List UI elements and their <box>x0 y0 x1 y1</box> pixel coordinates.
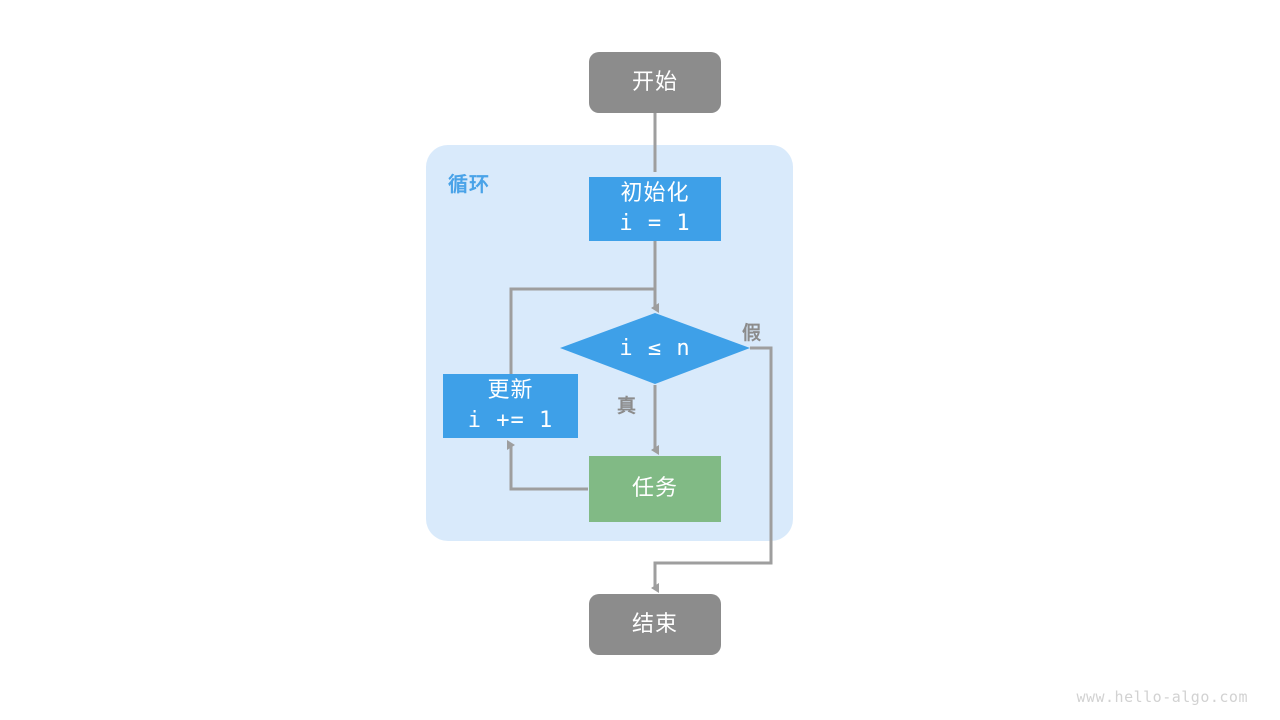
node-init[interactable] <box>589 177 721 241</box>
node-start[interactable] <box>589 52 721 113</box>
node-update[interactable] <box>443 374 578 438</box>
node-condition[interactable] <box>560 313 750 384</box>
edge-task-to-update <box>507 440 588 491</box>
watermark: www.hello-algo.com <box>1076 688 1248 706</box>
node-end[interactable] <box>589 594 721 655</box>
edge-label-false: 假 <box>742 322 762 344</box>
edge-label-true: 真 <box>617 395 637 417</box>
node-task[interactable] <box>589 456 721 522</box>
edge-update-to-condition <box>509 287 657 374</box>
loop-container-label: 循环 <box>448 172 490 196</box>
edge-condition-to-end <box>651 346 773 593</box>
